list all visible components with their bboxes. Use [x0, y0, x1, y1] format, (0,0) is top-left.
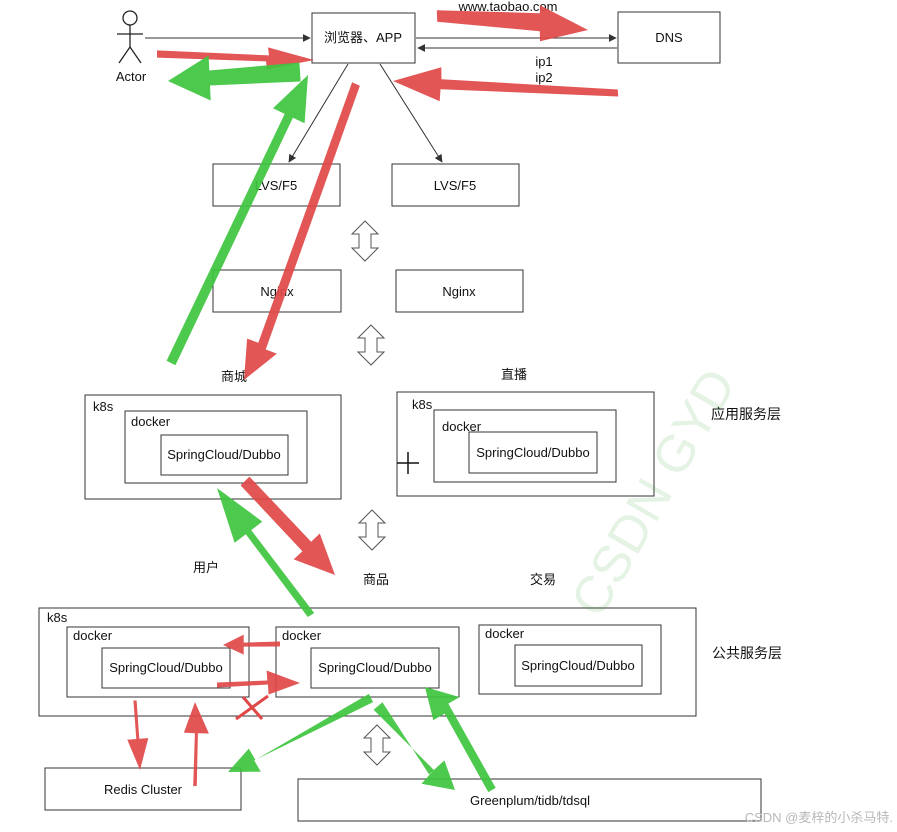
k8s-label-mall: k8s	[93, 399, 114, 414]
url-label: www.taobao.com	[458, 0, 558, 14]
double-arrow-icon	[362, 724, 392, 766]
app-layer-label: 应用服务层	[711, 406, 781, 422]
service-label-trade: SpringCloud/Dubbo	[521, 658, 634, 673]
docker-label-goods: docker	[282, 628, 322, 643]
k8s-label-public: k8s	[47, 610, 68, 625]
service-title-trade: 交易	[530, 572, 556, 587]
green-arrow	[425, 687, 496, 793]
actor-figure	[117, 10, 143, 64]
service-label-user: SpringCloud/Dubbo	[109, 660, 222, 675]
red-arrow	[157, 47, 314, 70]
redis-label: Redis Cluster	[104, 782, 183, 797]
green-arrow	[166, 75, 308, 366]
red-arrow	[223, 634, 281, 655]
red-arrow	[436, 5, 588, 42]
thin-connectors	[145, 34, 617, 163]
green-response-arrows	[166, 55, 496, 793]
service-box-live	[468, 431, 598, 474]
green-arrow	[228, 693, 374, 772]
cluster-title-mall: 商城	[221, 369, 247, 384]
lvs-right-box	[391, 163, 520, 207]
service-title-goods: 商品	[363, 572, 389, 587]
red-arrow	[127, 700, 149, 770]
service-box-mall	[160, 434, 289, 476]
docker-label-live: docker	[442, 419, 482, 434]
docker-label-mall: docker	[131, 414, 171, 429]
db-box	[297, 778, 762, 822]
lvs-right-label: LVS/F5	[434, 178, 476, 193]
service-box-trade	[514, 644, 643, 687]
docker-label-user: docker	[73, 628, 113, 643]
blocked-mark	[241, 696, 264, 720]
green-arrow	[217, 488, 315, 617]
cursor-crosshair-icon	[397, 452, 419, 474]
red-arrow	[240, 476, 335, 575]
actor-label: Actor	[116, 69, 147, 84]
cluster-title-live: 直播	[501, 367, 527, 382]
double-arrow-icon	[357, 509, 387, 551]
service-box-goods	[310, 647, 440, 689]
red-request-arrows	[127, 5, 619, 787]
lvs-left-label: LVS/F5	[255, 178, 297, 193]
red-arrow	[393, 67, 619, 102]
browser-box	[311, 12, 416, 64]
nginx-right-box	[395, 269, 524, 313]
dns-ip2: ip2	[535, 70, 552, 85]
green-arrow	[373, 702, 455, 790]
service-label-mall: SpringCloud/Dubbo	[167, 447, 280, 462]
double-arrow-icon	[350, 220, 380, 262]
red-arrow	[183, 702, 209, 787]
dns-box	[617, 11, 721, 64]
dns-ip1: ip1	[535, 54, 552, 69]
service-label-live: SpringCloud/Dubbo	[476, 445, 589, 460]
green-arrow	[168, 55, 301, 101]
dns-label: DNS	[655, 30, 683, 45]
csdn-watermark: CSDN @麦梓的小杀马特.	[745, 810, 893, 825]
service-label-goods: SpringCloud/Dubbo	[318, 660, 431, 675]
docker-label-trade: docker	[485, 626, 525, 641]
service-box-user	[101, 647, 231, 689]
browser-label: 浏览器、APP	[324, 30, 402, 45]
redis-box	[44, 767, 242, 811]
red-arrow	[244, 82, 360, 381]
public-layer-label: 公共服务层	[712, 645, 782, 661]
k8s-label-live: k8s	[412, 397, 433, 412]
service-title-user: 用户	[193, 560, 219, 575]
red-arrow	[216, 670, 300, 695]
double-arrow-icon	[356, 324, 386, 366]
nginx-right-label: Nginx	[442, 284, 476, 299]
db-label: Greenplum/tidb/tdsql	[470, 793, 590, 808]
